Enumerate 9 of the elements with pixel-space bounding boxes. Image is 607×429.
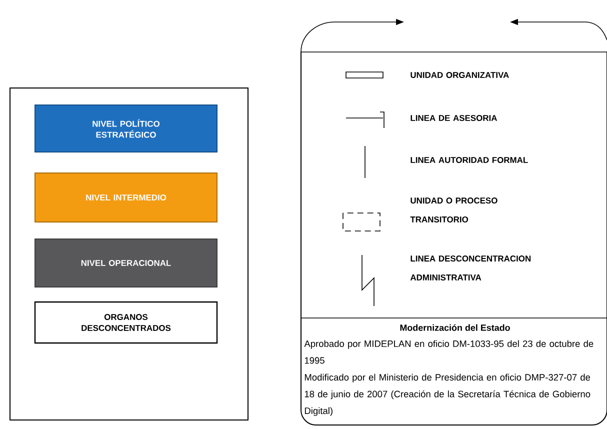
legend-text: LINEA AUTORIDAD FORMAL	[410, 157, 528, 163]
legend-text: UNIDAD ORGANIZATIVA	[410, 72, 509, 78]
note-text: Aprobado por MIDEPLAN en oficio DM-1033-95 del 23 de octubre de 1995	[304, 340, 594, 364]
note-text: Modificado por el Ministerio de Presidencia en oficio DMP-327-07 de 18 de junio de 2007 (Creación de la Secretaría Técnica de Gobierno Digital)	[304, 374, 590, 416]
legend-text: LINEA DE ASESORIA	[410, 115, 498, 121]
legend-text: LINEA DESCONCENTRACION ADMINISTRATIVA	[410, 256, 531, 280]
legend-box: ORGANOS DESCONCENTRADOS	[34, 301, 218, 344]
note-heading: Modernización del Estado	[400, 324, 510, 331]
legend-text: UNIDAD O PROCESO TRANSITORIO	[410, 198, 498, 222]
